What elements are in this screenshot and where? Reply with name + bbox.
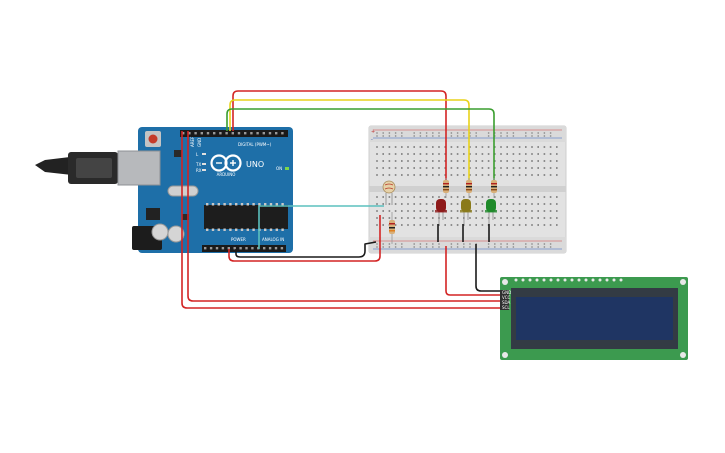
wire-yellow-led-signal[interactable] [229, 99, 470, 180]
lcd-pin-vcc: VCC [502, 295, 511, 300]
regulator-chip [146, 208, 160, 220]
lcd-screen [516, 297, 673, 340]
wire-black-gnd[interactable] [235, 241, 377, 258]
power-led [285, 167, 289, 170]
lcd-pin-gnd: GND [502, 290, 511, 295]
lcd-i2c-module[interactable]: GND VCC SDA SCL [500, 277, 688, 360]
tx-label: TX [195, 162, 201, 167]
capacitor [151, 223, 169, 241]
capacitor [167, 225, 185, 243]
power-analog-pin-header[interactable] [202, 245, 286, 252]
wires [181, 90, 500, 309]
breadboard-plus-label: + [371, 129, 375, 135]
breadboard-minus-label: - [371, 137, 373, 143]
arduino-model-text: UNO [246, 160, 264, 169]
wire-red-lcd-sda[interactable] [187, 131, 500, 302]
l-label: L [196, 152, 199, 157]
on-label: ON [276, 166, 282, 171]
usb-plug-tip [35, 157, 72, 175]
wire-red-led-signal[interactable] [232, 90, 447, 180]
arduino-uno-board[interactable]: ARDUINO UNO DIGITAL (PWM~) POWER ANALOG … [35, 127, 293, 253]
wire-red-lcd-vcc[interactable] [445, 246, 500, 296]
led-yellow[interactable] [460, 199, 472, 224]
wire-red-lcd-scl[interactable] [181, 131, 500, 309]
wire-red-5v[interactable] [228, 215, 381, 262]
lcd-pin-scl: SCL [502, 305, 510, 310]
led-green[interactable] [485, 199, 497, 224]
analog-label: ANALOG IN [262, 237, 284, 242]
photoresistor[interactable] [382, 180, 396, 205]
arduino-logo [210, 154, 242, 172]
gnd-label: GND [197, 138, 202, 147]
rx-label: RX [196, 168, 202, 173]
led-red[interactable] [435, 199, 447, 224]
power-label: POWER [231, 237, 246, 242]
usb-b-socket [117, 150, 161, 186]
arduino-brand-text: ARDUINO [217, 172, 236, 177]
wire-cyan-sensor-signal[interactable] [258, 205, 384, 249]
wire-green-led-signal[interactable] [226, 108, 495, 180]
reset-button-cap[interactable] [148, 134, 158, 144]
aref-label: AREF [190, 136, 195, 147]
crystal-oscillator [167, 185, 199, 197]
resistor-ldr[interactable] [389, 212, 395, 244]
digital-label: DIGITAL (PWM~) [238, 142, 272, 147]
atmega-chip [204, 205, 288, 229]
lcd-pin-sda: SDA [502, 300, 511, 305]
lcd-i2c-header[interactable] [500, 290, 509, 310]
wire-black-lcd-gnd[interactable] [475, 244, 500, 292]
